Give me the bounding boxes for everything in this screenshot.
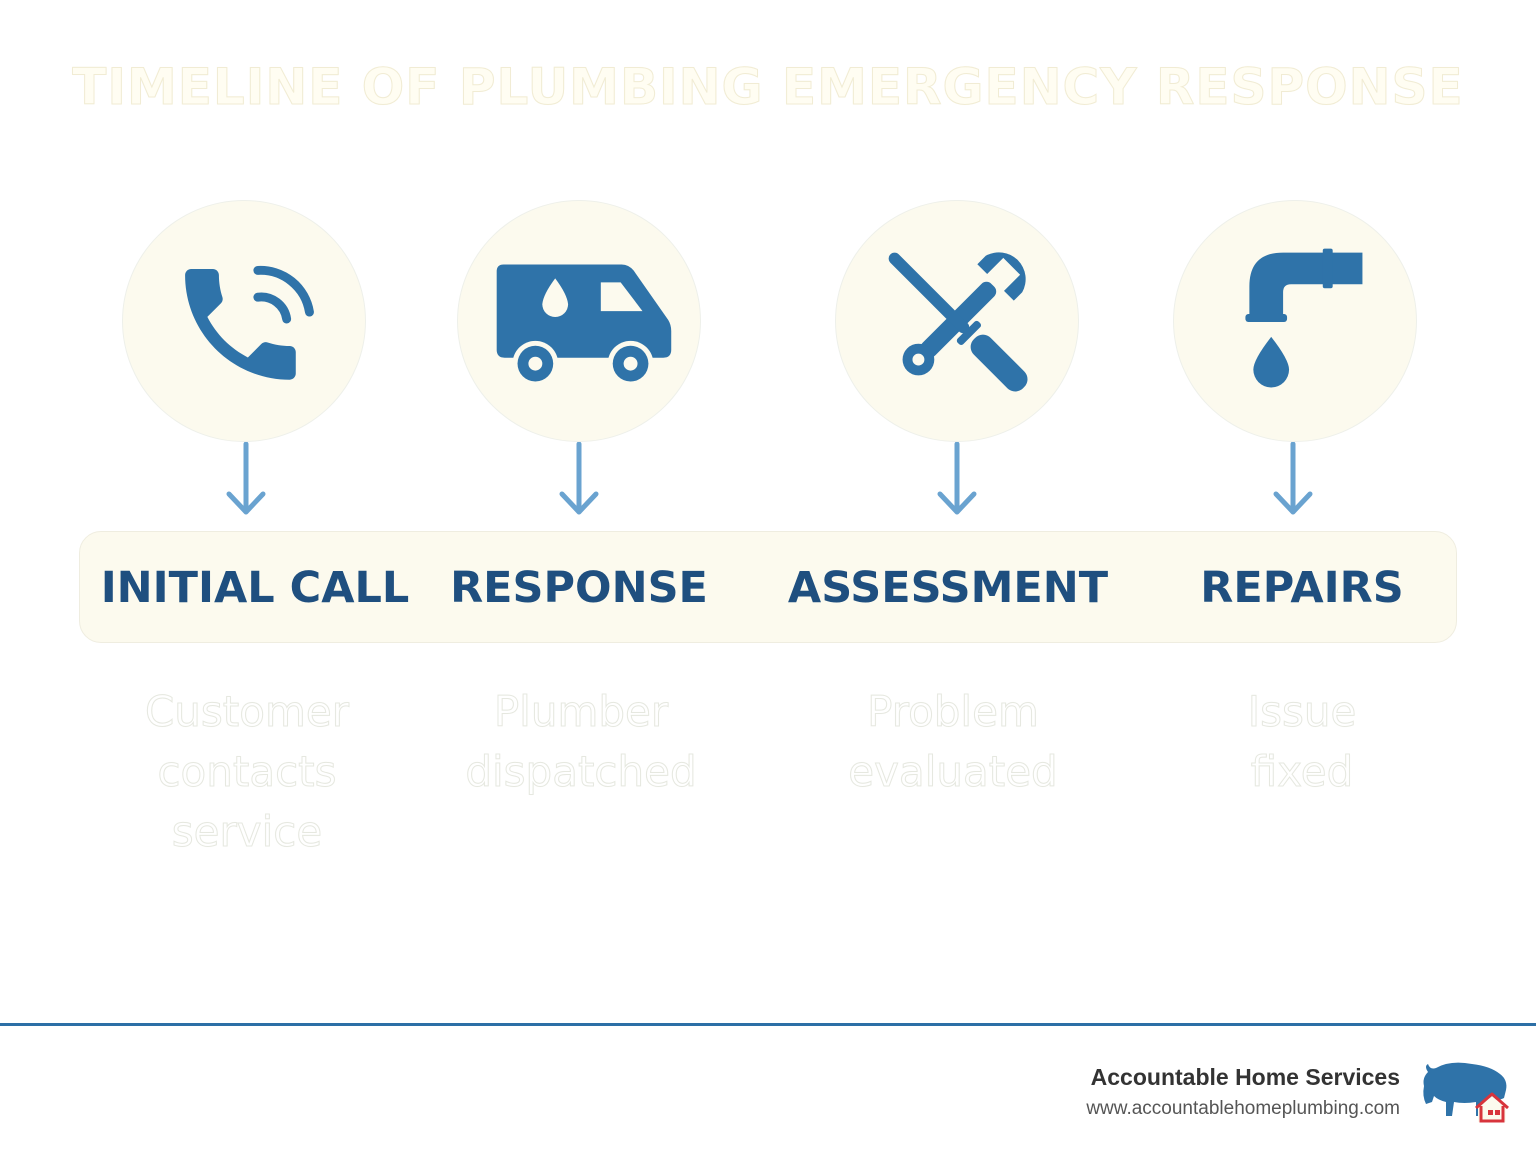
footer-divider bbox=[0, 1023, 1536, 1026]
step-description-repairs: Issue fixed bbox=[1247, 687, 1357, 797]
company-name: Accountable Home Services bbox=[1090, 1064, 1400, 1090]
step-icon-circle-assessment bbox=[835, 200, 1079, 442]
step-label-initial-call: INITIAL CALL bbox=[100, 563, 410, 613]
step-description-response: Plumber dispatched bbox=[465, 687, 697, 797]
step-label-band bbox=[79, 531, 1457, 643]
step-label-assessment: ASSESSMENT bbox=[787, 563, 1109, 613]
bison-house-logo bbox=[1423, 1062, 1509, 1123]
company-url: www.accountablehomeplumbing.com bbox=[1086, 1098, 1400, 1119]
step-icon-circle-repairs bbox=[1173, 200, 1417, 442]
tools-icon bbox=[888, 252, 1028, 392]
diagram-title: TIMELINE OF PLUMBING EMERGENCY RESPONSE bbox=[72, 58, 1464, 117]
down-arrow-icon bbox=[226, 442, 266, 515]
down-arrow-icon bbox=[937, 442, 977, 515]
pipe-drip-icon bbox=[1245, 248, 1363, 388]
down-arrow-icon bbox=[1273, 442, 1313, 515]
down-arrow-icon bbox=[559, 442, 599, 515]
step-description-initial-call: Customer contacts service bbox=[144, 687, 349, 857]
step-description-assessment: Problem evaluated bbox=[848, 687, 1058, 797]
step-label-response: RESPONSE bbox=[450, 563, 708, 613]
step-label-repairs: REPAIRS bbox=[1200, 563, 1404, 613]
step-icon-circle-initial-call bbox=[122, 200, 366, 442]
step-icon-circle-response bbox=[457, 200, 701, 442]
van-icon bbox=[496, 264, 672, 387]
phone-icon bbox=[185, 265, 314, 380]
